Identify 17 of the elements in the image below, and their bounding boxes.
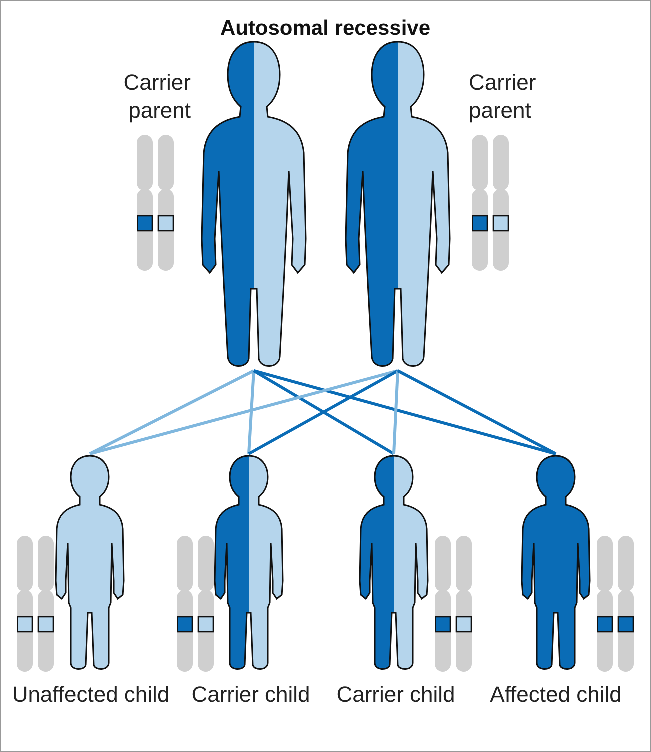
figure-label: Carrier parent <box>469 69 538 125</box>
connector-line <box>90 370 398 456</box>
figure-label: Unaffected child <box>11 681 171 709</box>
figure-label: Carrier child <box>190 681 312 709</box>
figure-label: Carrier child <box>336 681 456 709</box>
connector-line <box>392 370 400 454</box>
figure-label: Affected child <box>489 681 623 709</box>
figure-label: Carrier parent <box>122 69 191 125</box>
child-figure <box>54 453 126 673</box>
child-figure <box>520 453 592 673</box>
child-figure <box>213 453 285 673</box>
connector-line <box>397 370 557 456</box>
child-figure <box>358 453 430 673</box>
diagram-title: Autosomal recessive <box>220 16 431 42</box>
connector-line <box>248 370 256 454</box>
connector-line <box>89 370 255 456</box>
connector-line <box>254 370 556 456</box>
